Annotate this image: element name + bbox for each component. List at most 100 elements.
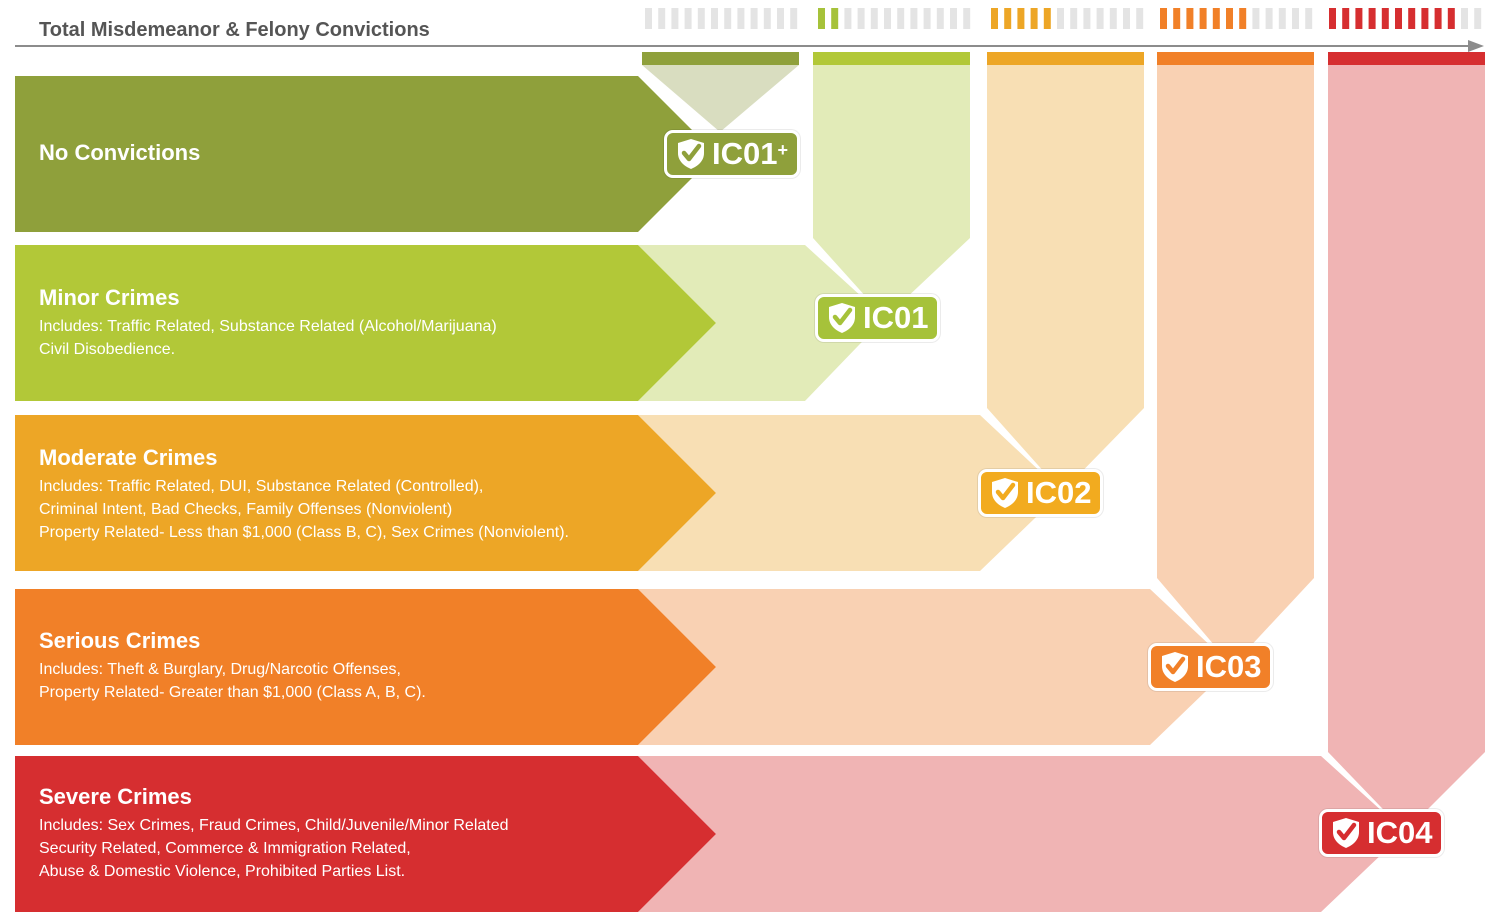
meter-segment: [1212, 8, 1220, 29]
description-line: Includes: Traffic Related, DUI, Substanc…: [39, 478, 484, 495]
meter-segment: [711, 8, 718, 29]
column-cap-ic04: [1328, 52, 1485, 65]
category-description: Includes: Sex Crimes, Fraud Crimes, Chil…: [39, 814, 509, 883]
meter-segment: [1239, 8, 1247, 29]
meter-segment: [645, 8, 652, 29]
meter-segment: [1070, 8, 1078, 29]
badge-ic03: IC03: [1148, 643, 1274, 691]
meter-segment: [818, 8, 825, 29]
meter-segment: [1292, 8, 1299, 29]
meter-segment: [1421, 8, 1429, 29]
description-line: Property Related- Greater than $1,000 (C…: [39, 684, 426, 701]
meter-segment: [777, 8, 784, 29]
meter-segment: [1474, 8, 1482, 29]
meter-segment: [1461, 8, 1468, 29]
row-extension-serious: [638, 589, 1232, 745]
meter-segment: [1278, 8, 1286, 29]
description-line: Includes: Theft & Burglary, Drug/Narcoti…: [39, 661, 401, 678]
description-line: Security Related, Commerce & Immigration…: [39, 840, 411, 857]
category-title: Minor Crimes: [39, 285, 180, 310]
meter-segment: [1160, 8, 1167, 29]
meter-segment: [897, 8, 905, 29]
badge-label: IC01: [712, 136, 778, 171]
row-extension-severe: [638, 756, 1405, 912]
header-axis-arrow-icon: [1468, 40, 1484, 52]
check-shield-icon: [1333, 818, 1359, 848]
badge-ic02: IC02: [978, 469, 1104, 517]
badge-ic01: IC01: [815, 294, 941, 342]
column-ic01-plus: [642, 65, 799, 132]
meter-segment: [1408, 8, 1416, 29]
badge-ic04: IC04: [1319, 809, 1445, 857]
meter-segment: [1395, 8, 1402, 29]
meter-segment: [1199, 8, 1207, 29]
meter-segment: [1057, 8, 1064, 29]
meter-segment: [870, 8, 878, 29]
row-arrow-no-convictions: [15, 76, 716, 232]
category-moderate-crimes: Moderate Crimes Includes: Traffic Relate…: [39, 445, 569, 544]
check-shield-icon: [1162, 652, 1188, 682]
meter-segment: [658, 8, 666, 29]
meter-segment: [1305, 8, 1313, 29]
meter-segment: [697, 8, 705, 29]
row-arrow-minor: [15, 245, 716, 401]
meter-segment: [950, 8, 957, 29]
meter-segment: [923, 8, 931, 29]
description-line: Includes: Traffic Related, Substance Rel…: [39, 318, 497, 335]
meter-segment: [1329, 8, 1336, 29]
meter-segment: [963, 8, 971, 29]
category-description: Includes: Traffic Related, Substance Rel…: [39, 315, 497, 361]
meter-segment: [1265, 8, 1273, 29]
check-shield-icon: [992, 478, 1018, 508]
meter-segment: [737, 8, 745, 29]
badge-label: IC03: [1196, 649, 1262, 684]
description-line: Property Related- Less than $1,000 (Clas…: [39, 524, 569, 541]
category-title: Serious Crimes: [39, 628, 201, 653]
column-cap-ic03: [1157, 52, 1314, 65]
meter-segment: [1226, 8, 1233, 29]
level-meters: [645, 8, 1482, 29]
meter-segment: [1368, 8, 1376, 29]
meter-segment: [1434, 8, 1442, 29]
column-cap-ic01-plus: [642, 52, 799, 65]
row-extension-moderate: [638, 415, 1062, 571]
category-no-convictions: No Convictions: [39, 140, 200, 166]
row-arrow-moderate: [15, 415, 716, 571]
column-ic04: [1328, 65, 1485, 832]
check-shield-icon: [678, 139, 704, 169]
meter-segment: [1186, 8, 1194, 29]
description-line: Includes: Sex Crimes, Fraud Crimes, Chil…: [39, 817, 509, 834]
meter-segment: [1109, 8, 1117, 29]
column-cap-ic01: [813, 52, 970, 65]
description-line: Civil Disobedience.: [39, 341, 176, 358]
meter-segment: [1252, 8, 1260, 29]
meter-segment: [831, 8, 839, 29]
badge-ic01-plus: IC01+: [664, 130, 800, 178]
badge-label: IC02: [1026, 475, 1092, 510]
meter-segment: [750, 8, 758, 29]
badge-label: IC04: [1367, 815, 1433, 850]
diagram-title: Total Misdemeanor & Felony Convictions: [39, 19, 430, 41]
column-ic01: [813, 65, 970, 318]
meter-segment: [1355, 8, 1363, 29]
column-ic03: [1157, 65, 1314, 666]
badge-label: IC01: [863, 300, 929, 335]
meter-segment: [857, 8, 865, 29]
meter-segment: [1381, 8, 1389, 29]
column-cap-ic02: [987, 52, 1144, 65]
category-description: Includes: Traffic Related, DUI, Substanc…: [39, 475, 569, 544]
category-minor-crimes: Minor Crimes Includes: Traffic Related, …: [39, 285, 497, 361]
row-arrow-severe: [15, 756, 716, 912]
meter-segment: [1043, 8, 1051, 29]
description-line: Criminal Intent, Bad Checks, Family Offe…: [39, 501, 453, 518]
meter-segment: [1136, 8, 1144, 29]
category-title: Severe Crimes: [39, 784, 192, 809]
check-shield-icon: [829, 303, 855, 333]
meter-segment: [1447, 8, 1455, 29]
meter-segment: [844, 8, 852, 29]
meter-segment: [1004, 8, 1012, 29]
category-description: Includes: Theft & Burglary, Drug/Narcoti…: [39, 658, 426, 704]
meter-segment: [1017, 8, 1025, 29]
